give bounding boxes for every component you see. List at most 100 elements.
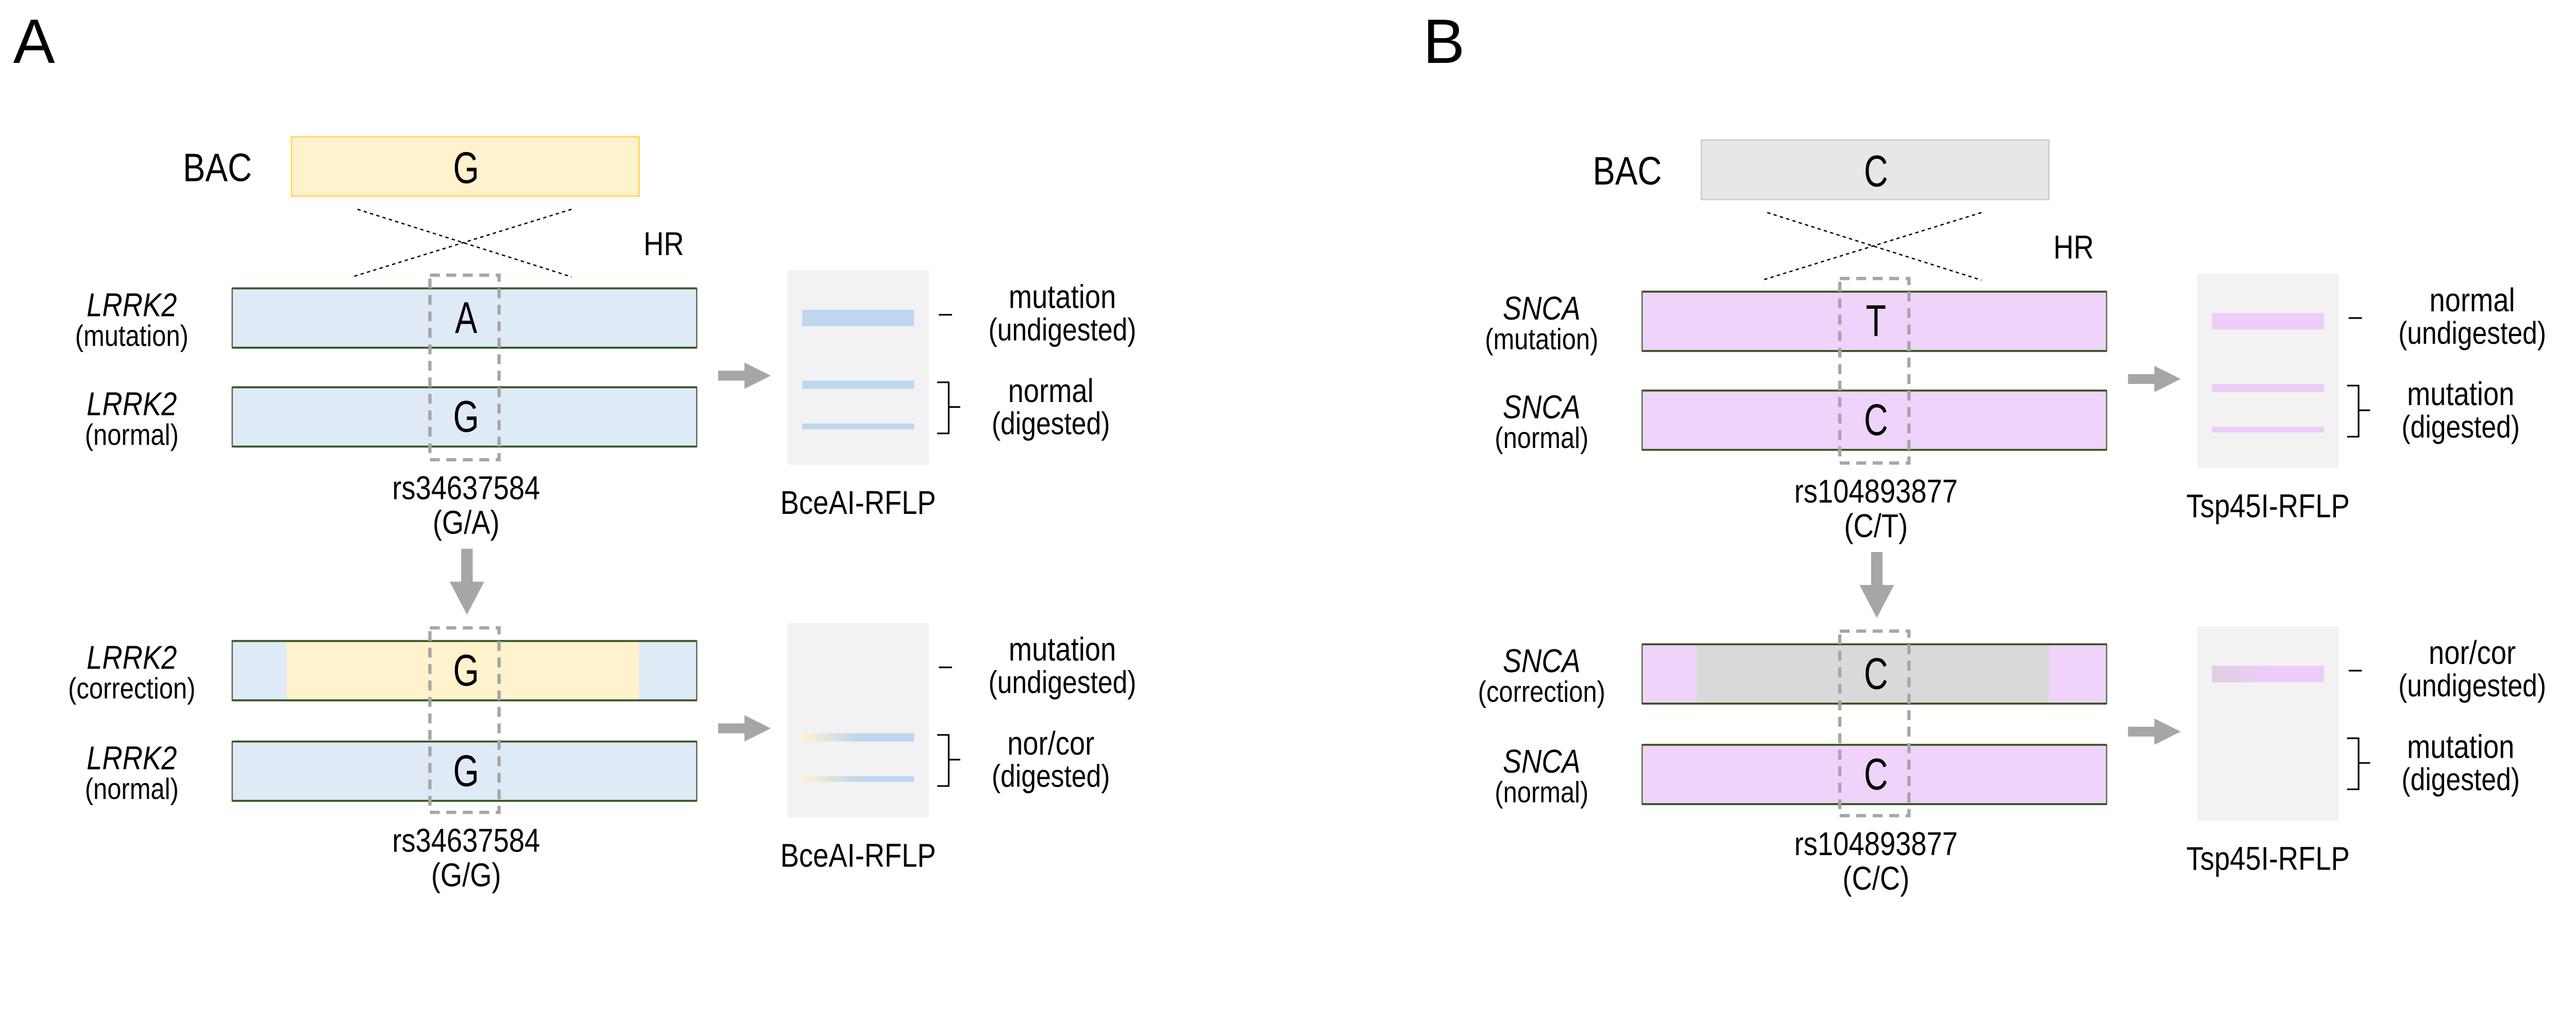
bar-body xyxy=(231,741,698,802)
gel-band-undigested xyxy=(2212,665,2324,682)
corrected-region xyxy=(1696,645,2049,703)
gel-band-digested-large xyxy=(802,733,914,742)
arrow-right-icon xyxy=(2128,365,2181,392)
gel-label-name: mutation xyxy=(2407,375,2514,412)
snp-highlight-box xyxy=(1838,629,1911,817)
gel-band-digested-small xyxy=(802,423,914,429)
bac-label: BAC xyxy=(183,146,252,190)
snp-id: rs104893877 xyxy=(1794,473,1958,510)
arrow-right-icon xyxy=(718,362,771,389)
gene-state-label: (normal) xyxy=(85,419,179,452)
genotype-label: (G/A) xyxy=(433,504,500,541)
gene-label: SNCA xyxy=(1503,389,1581,426)
gel-label-sub: (undigested) xyxy=(2398,668,2546,703)
gene-state-label: (normal) xyxy=(1495,776,1588,809)
recombination-line xyxy=(1762,212,1982,281)
gene-state-label: (mutation) xyxy=(75,320,189,353)
gel xyxy=(787,270,929,465)
gel xyxy=(2197,273,2339,468)
gene-bar: A xyxy=(231,287,698,349)
allele-letter: T xyxy=(1866,296,1887,346)
bar-body xyxy=(231,386,698,447)
panel-label: A xyxy=(13,6,55,76)
rflp-label: Tsp45I-RFLP xyxy=(2187,840,2350,877)
corrected-region xyxy=(286,642,639,700)
arrow-right-icon xyxy=(2128,718,2181,745)
gene-state-label: (correction) xyxy=(1478,676,1605,709)
gel-label-name: normal xyxy=(2430,281,2515,319)
genotype-label: (G/G) xyxy=(431,856,501,893)
allele-letter: G xyxy=(453,392,479,442)
panel-label: B xyxy=(1423,6,1465,76)
rflp-label: BceAI-RFLP xyxy=(781,484,936,521)
gel xyxy=(2197,626,2339,821)
gel-band-undigested xyxy=(802,310,914,326)
recombination-line xyxy=(352,208,572,278)
section-top: ALRRK2(mutation)GLRRK2(normal)rs34637584… xyxy=(75,270,1137,541)
snp-highlight-box xyxy=(1838,277,1911,465)
gel-band-digested-large xyxy=(802,380,914,389)
snp-highlight-box xyxy=(428,626,501,814)
gene-label: SNCA xyxy=(1503,290,1581,327)
gel xyxy=(787,623,929,817)
gel-label-sub: (digested) xyxy=(992,759,1110,794)
bac-allele: C xyxy=(1864,146,1888,196)
arrow-down-icon xyxy=(449,548,484,615)
genotype-label: (C/T) xyxy=(1844,507,1908,544)
allele-letter: C xyxy=(1864,749,1888,799)
gel-label-name: nor/cor xyxy=(2429,634,2516,671)
allele-letter: G xyxy=(453,646,479,695)
gene-bar: G xyxy=(231,740,698,802)
snp-highlight-box xyxy=(428,273,501,462)
gel-label-name: mutation xyxy=(2407,728,2514,765)
gene-bar: T xyxy=(1641,290,2108,352)
gene-bar: G xyxy=(231,386,698,448)
hr-label: HR xyxy=(2054,228,2094,265)
gene-label: LRRK2 xyxy=(87,286,177,323)
gel-label-name: nor/cor xyxy=(1007,725,1094,762)
gel-band-undigested xyxy=(2212,313,2324,330)
gene-state-label: (normal) xyxy=(85,773,179,806)
gel-band-digested-small xyxy=(2212,426,2324,433)
bar-body xyxy=(1641,291,2108,352)
gene-state-label: (mutation) xyxy=(1485,323,1598,356)
gel-label-sub: (undigested) xyxy=(989,312,1137,347)
section-top: TSNCA(mutation)CSNCA(normal)rs104893877(… xyxy=(1485,273,2546,544)
snp-id: rs34637584 xyxy=(392,822,540,859)
bar-body xyxy=(231,288,698,348)
bac-label: BAC xyxy=(1593,149,1662,193)
gene-bar: C xyxy=(1641,643,2108,705)
gel-label-sub: (undigested) xyxy=(989,665,1137,700)
digested-bracket xyxy=(2347,385,2370,438)
arrow-down-icon xyxy=(1859,552,1894,618)
hr-label: HR xyxy=(643,225,684,262)
snp-id: rs34637584 xyxy=(392,469,540,506)
section-bottom: CSNCA(correction)CSNCA(normal)rs10489387… xyxy=(1478,626,2546,897)
bar-body xyxy=(1641,390,2108,451)
gel-label-name: mutation xyxy=(1009,278,1116,315)
recombination-line xyxy=(357,208,572,278)
gene-label: LRRK2 xyxy=(87,739,177,776)
gel-band-digested-small xyxy=(802,776,914,782)
recombination-line xyxy=(1767,212,1982,281)
gene-bar: G xyxy=(231,640,698,702)
gene-bar: C xyxy=(1641,389,2108,451)
gene-bar: C xyxy=(1641,744,2108,806)
gel-band-digested-large xyxy=(2212,383,2324,392)
digested-bracket xyxy=(937,381,960,435)
bac-box xyxy=(1700,139,2050,201)
digested-bracket xyxy=(937,734,960,787)
gel-label-sub: (digested) xyxy=(2401,762,2520,797)
gel-label-sub: (digested) xyxy=(992,406,1110,441)
gene-state-label: (correction) xyxy=(68,673,195,706)
rflp-label: BceAI-RFLP xyxy=(781,837,936,874)
arrow-right-icon xyxy=(718,715,771,742)
snp-id: rs104893877 xyxy=(1794,825,1958,862)
gene-label: LRRK2 xyxy=(87,639,177,676)
allele-letter: A xyxy=(455,293,477,343)
allele-letter: C xyxy=(1864,395,1888,445)
bac-allele: G xyxy=(453,143,479,193)
